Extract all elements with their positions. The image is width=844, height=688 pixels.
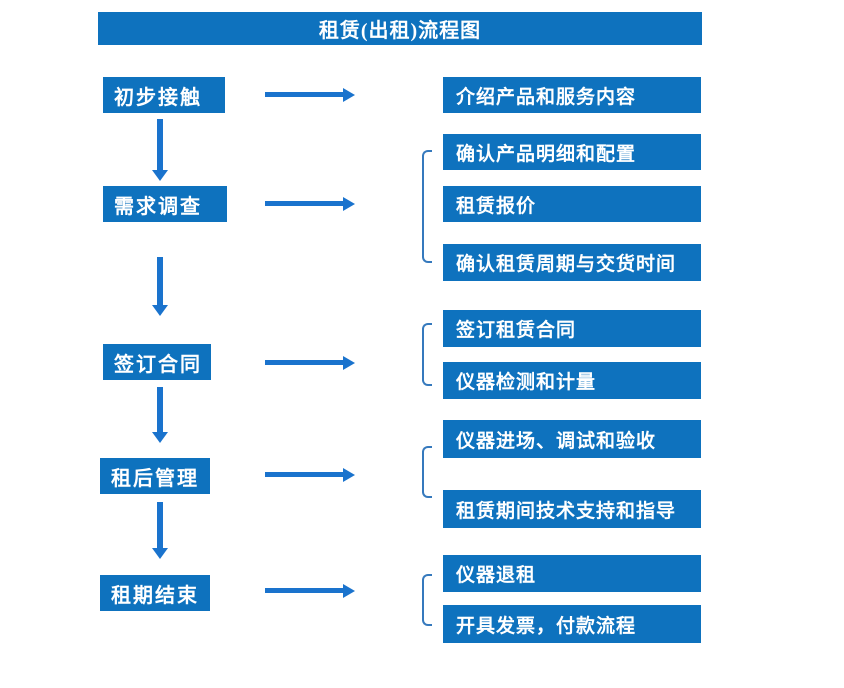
- stage-box-demand-survey: 需求调查: [103, 186, 227, 222]
- right-arrow-head-icon: [343, 468, 355, 482]
- stage-box-initial-contact: 初步接触: [103, 77, 225, 113]
- down-arrow-head-icon: [152, 548, 168, 559]
- group-bracket: [422, 323, 432, 386]
- right-arrow-head-icon: [343, 584, 355, 598]
- output-box-confirm-details: 确认产品明细和配置: [443, 134, 701, 170]
- down-arrow-stem: [157, 502, 163, 548]
- stage-box-lease-end: 租期结束: [100, 575, 210, 611]
- right-arrow-stem: [265, 472, 344, 477]
- down-arrow-connector: [152, 257, 168, 316]
- down-arrow-stem: [157, 119, 163, 170]
- output-box-instrument-return: 仪器退租: [443, 555, 701, 592]
- right-arrow-connector: [265, 584, 355, 598]
- down-arrow-head-icon: [152, 170, 168, 181]
- right-arrow-stem: [265, 92, 344, 97]
- stage-box-post-rental: 租后管理: [100, 458, 210, 494]
- group-bracket: [422, 446, 432, 498]
- down-arrow-stem: [157, 387, 163, 432]
- down-arrow-stem: [157, 257, 163, 305]
- group-bracket: [422, 574, 432, 626]
- down-arrow-connector: [152, 387, 168, 443]
- down-arrow-head-icon: [152, 305, 168, 316]
- group-bracket: [422, 150, 432, 263]
- output-box-introduce-products: 介绍产品和服务内容: [443, 77, 701, 113]
- right-arrow-connector: [265, 88, 355, 102]
- right-arrow-head-icon: [343, 356, 355, 370]
- down-arrow-head-icon: [152, 432, 168, 443]
- output-box-instrument-testing: 仪器检测和计量: [443, 362, 701, 399]
- output-box-instrument-setup: 仪器进场、调试和验收: [443, 420, 701, 458]
- down-arrow-connector: [152, 502, 168, 559]
- right-arrow-connector: [265, 197, 355, 211]
- right-arrow-connector: [265, 468, 355, 482]
- output-box-tech-support: 租赁期间技术支持和指导: [443, 490, 701, 528]
- output-box-rental-quote: 租赁报价: [443, 186, 701, 222]
- right-arrow-head-icon: [343, 197, 355, 211]
- right-arrow-stem: [265, 201, 344, 206]
- output-box-confirm-period: 确认租赁周期与交货时间: [443, 244, 701, 281]
- down-arrow-connector: [152, 119, 168, 181]
- right-arrow-head-icon: [343, 88, 355, 102]
- right-arrow-stem: [265, 360, 344, 365]
- stage-box-sign-contract: 签订合同: [103, 344, 211, 380]
- output-box-sign-rental-contract: 签订租赁合同: [443, 310, 701, 347]
- right-arrow-connector: [265, 356, 355, 370]
- flowchart-title: 租赁(出租)流程图: [98, 12, 702, 45]
- right-arrow-stem: [265, 588, 344, 593]
- output-box-invoice-payment: 开具发票，付款流程: [443, 605, 701, 643]
